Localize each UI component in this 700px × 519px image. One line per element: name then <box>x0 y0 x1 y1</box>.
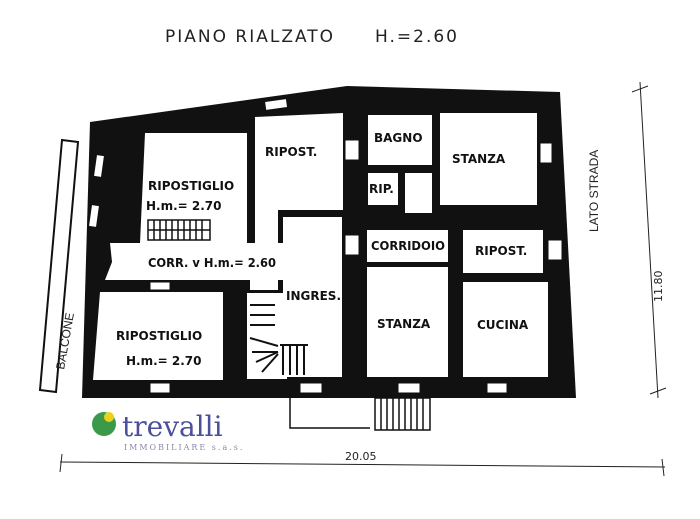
label-ripost-mid: RIPOST. <box>265 145 317 159</box>
room-small-corridor <box>405 173 432 213</box>
watermark-sub: IMMOBILIARE s.a.s. <box>124 443 244 452</box>
stairs <box>249 304 308 375</box>
room-ingres <box>283 217 342 377</box>
room-ripost-mid <box>250 113 343 290</box>
room-ripostiglio-bottom <box>93 292 223 380</box>
depth-dimension: 11.80 <box>652 271 665 303</box>
label-ripostiglio-top: RIPOSTIGLIO <box>148 179 234 193</box>
label-ingres: INGRES. <box>286 289 341 303</box>
height-ripostiglio-top: H.m.= 2.70 <box>146 199 222 213</box>
label-corridoio: CORRIDOIO <box>371 239 445 253</box>
plan-height: H.=2.60 <box>375 27 459 47</box>
room-corridoio <box>367 230 448 262</box>
height-ripostiglio-bottom: H.m.= 2.70 <box>126 354 202 368</box>
rooms <box>93 113 548 380</box>
room-bagno <box>368 115 432 165</box>
watermark-brand: trevalli <box>122 410 223 443</box>
label-stanza-top: STANZA <box>452 152 506 166</box>
label-cucina: CUCINA <box>477 318 529 332</box>
watermark-logo: trevalli IMMOBILIARE s.a.s. <box>92 410 244 452</box>
label-ripost-right: RIPOST. <box>475 244 527 258</box>
room-stanza-top <box>440 113 537 205</box>
sun-icon <box>104 412 114 422</box>
room-stairs <box>247 293 287 379</box>
room-ripost-right <box>463 230 543 273</box>
room-ripostiglio-top <box>140 133 247 243</box>
entrance-steps <box>289 397 431 431</box>
side-label: LATO STRADA <box>587 150 601 232</box>
depth-dimension-line <box>631 81 667 399</box>
width-dimension: 20.05 <box>345 450 377 463</box>
room-corr <box>105 243 283 280</box>
label-stanza-bottom: STANZA <box>377 317 431 331</box>
room-stanza-bottom <box>367 267 448 377</box>
room-cucina <box>463 282 548 377</box>
label-corr: CORR. v H.m.= 2.60 <box>148 256 276 270</box>
rack <box>147 219 211 241</box>
label-bagno: BAGNO <box>374 131 423 145</box>
room-rip <box>368 173 398 205</box>
plan-title: PIANO RIALZATO <box>165 27 335 47</box>
label-rip: RIP. <box>369 182 394 196</box>
balcony <box>38 138 80 394</box>
label-ripostiglio-bottom: RIPOSTIGLIO <box>116 329 202 343</box>
windows <box>87 97 563 394</box>
width-dimension-line <box>59 453 666 477</box>
